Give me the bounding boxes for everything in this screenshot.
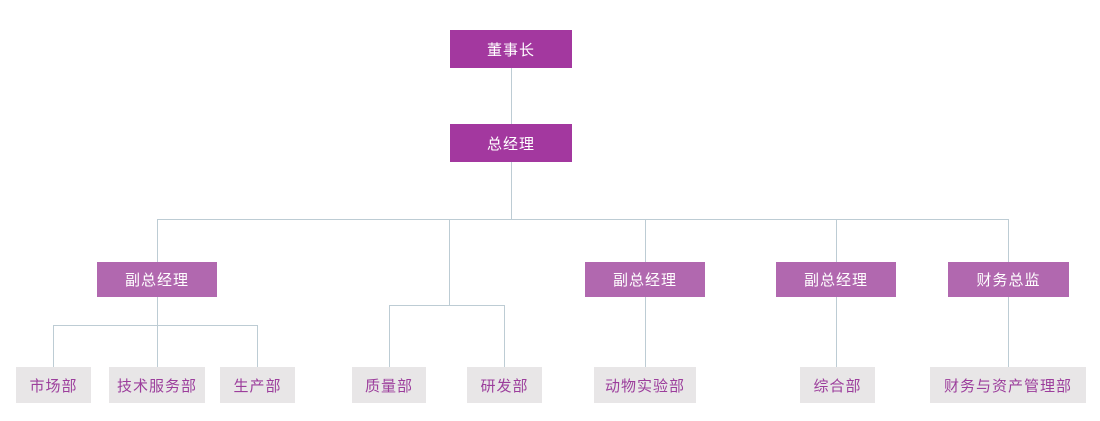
connector-chairman-gm [511, 68, 512, 124]
connector-rail-vp3 [836, 219, 837, 262]
node-market-dept[interactable]: 市场部 [16, 367, 91, 403]
connector-gm-rail [511, 162, 512, 219]
connector-quality-drop [389, 305, 390, 367]
connector-production-drop [257, 325, 258, 367]
node-cfo[interactable]: 财务总监 [948, 262, 1069, 297]
node-animal-lab-dept[interactable]: 动物实验部 [594, 367, 696, 403]
connector-cfo-finance [1008, 297, 1009, 367]
connector-main-rail [157, 219, 1009, 220]
node-quality-dept[interactable]: 质量部 [352, 367, 426, 403]
connector-rnd-drop [504, 305, 505, 367]
connector-vp2-animal-lab [645, 297, 646, 367]
connector-rail-cfo [1008, 219, 1009, 262]
connector-rail-vp1 [157, 219, 158, 262]
connector-mid-rail [389, 305, 505, 306]
node-chairman[interactable]: 董事长 [450, 30, 572, 68]
connector-vp1-subrail [157, 297, 158, 325]
node-general-manager[interactable]: 总经理 [450, 124, 572, 162]
node-finance-asset-dept[interactable]: 财务与资产管理部 [930, 367, 1086, 403]
connector-market-drop [53, 325, 54, 367]
node-rnd-dept[interactable]: 研发部 [467, 367, 542, 403]
node-vp3[interactable]: 副总经理 [776, 262, 896, 297]
node-vp1[interactable]: 副总经理 [97, 262, 217, 297]
connector-rail-vp2 [645, 219, 646, 262]
node-tech-service-dept[interactable]: 技术服务部 [109, 367, 205, 403]
node-production-dept[interactable]: 生产部 [220, 367, 295, 403]
node-general-affairs-dept[interactable]: 综合部 [800, 367, 875, 403]
connector-vp3-general-affairs [836, 297, 837, 367]
node-vp2[interactable]: 副总经理 [585, 262, 705, 297]
connector-vp1-rail [53, 325, 258, 326]
connector-rail-mid-branch [449, 219, 450, 305]
connector-tech-service-drop [157, 325, 158, 367]
